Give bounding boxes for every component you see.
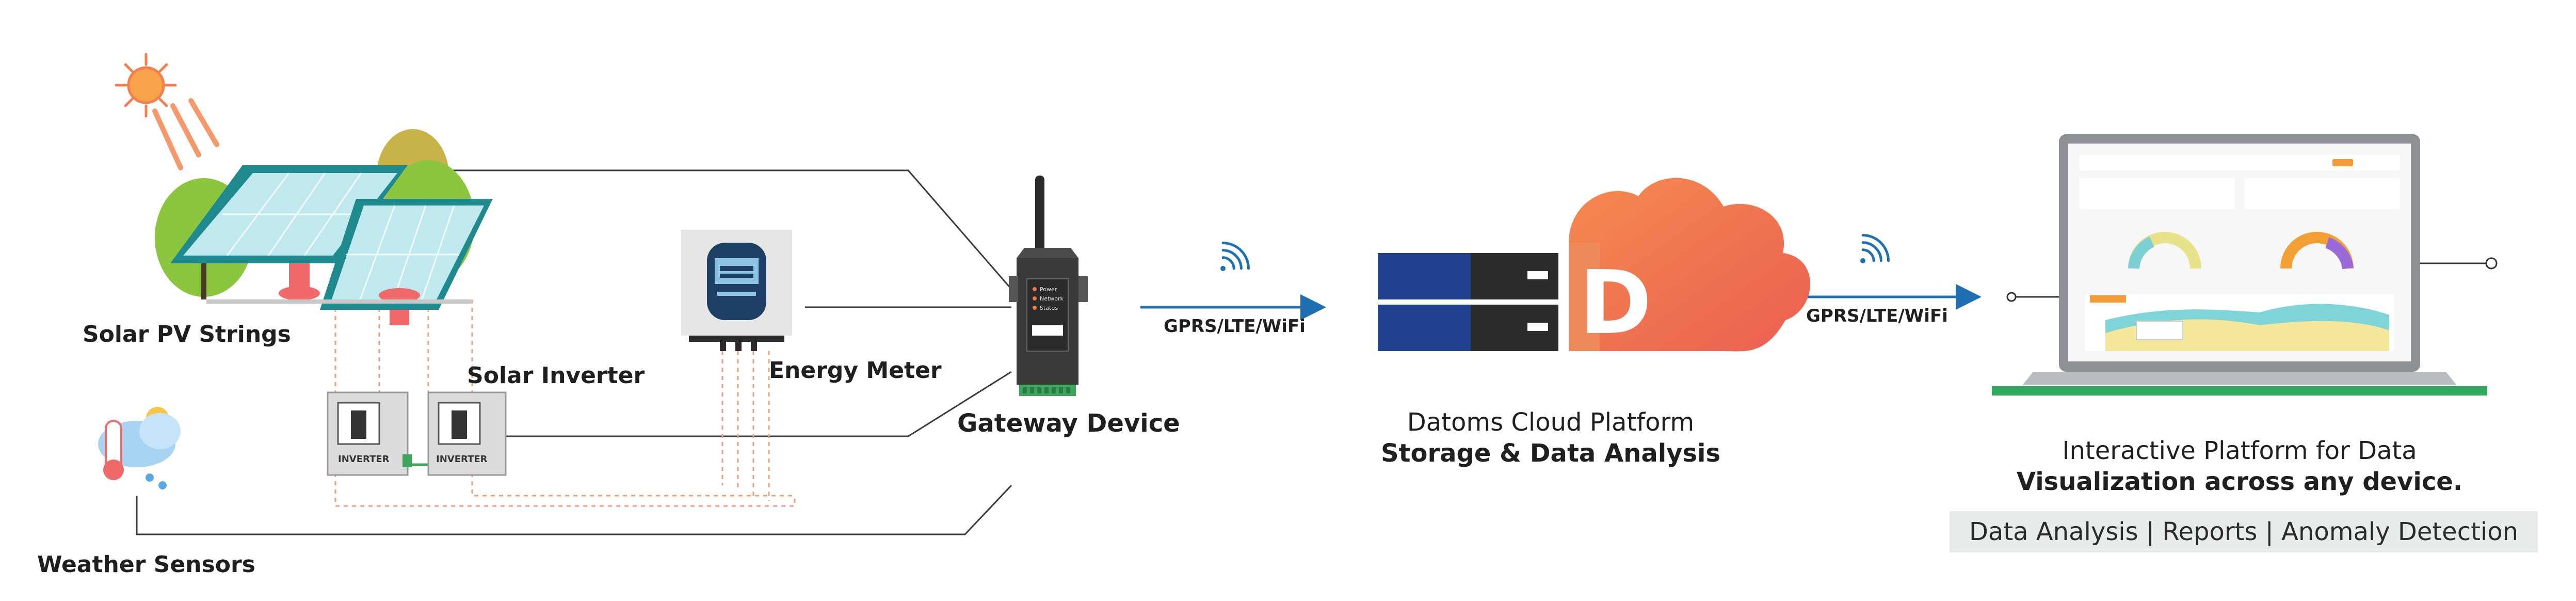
connection-lines xyxy=(136,169,1012,535)
solar-pv-label: Solar PV Strings xyxy=(83,321,291,347)
inverter-label-1: INVERTER xyxy=(338,454,390,465)
features-banner: Data Analysis | Reports | Anomaly Detect… xyxy=(1950,511,2538,552)
sun-icon xyxy=(115,53,219,170)
pv-to-gateway-line xyxy=(289,169,1012,290)
led-status-label: Status xyxy=(1040,305,1058,311)
weather-sensors-label: Weather Sensors xyxy=(37,551,255,578)
cloud-logo-letter: D xyxy=(1579,252,1652,354)
cloud-platform-title: Datoms Cloud Platform xyxy=(1407,408,1695,437)
cloud-platform-subtitle: Storage & Data Analysis xyxy=(1380,439,1721,468)
weather-to-gateway-line xyxy=(136,484,1012,535)
energy-meter-icon xyxy=(681,230,792,351)
inverter-icons: INVERTER INVERTER xyxy=(327,391,507,476)
wifi-icon-2 xyxy=(1860,234,1890,263)
cloud-platform-icon: D xyxy=(1378,178,1811,354)
wifi-icon-1 xyxy=(1220,242,1250,271)
laptop-dashboard-icon xyxy=(1992,134,2498,396)
gateway-device-icon: Power Network Status xyxy=(1009,176,1088,396)
energy-meter-label: Energy Meter xyxy=(769,357,942,384)
link-label-cloud-platform: GPRS/LTE/WiFi xyxy=(1806,306,1948,326)
inverter-label-2: INVERTER xyxy=(436,454,488,465)
link-label-gateway-cloud: GPRS/LTE/WiFi xyxy=(1164,316,1306,337)
weather-sensor-icon xyxy=(98,407,181,489)
platform-title: Interactive Platform for Data xyxy=(2062,436,2417,465)
led-network-label: Network xyxy=(1040,295,1064,302)
solar-panels-icon xyxy=(170,165,493,325)
solar-inverter-label: Solar Inverter xyxy=(467,362,645,389)
inverter-to-gateway-line xyxy=(506,371,1012,437)
platform-subtitle: Visualization across any device. xyxy=(2016,467,2463,496)
led-power-label: Power xyxy=(1040,286,1057,293)
gateway-device-label: Gateway Device xyxy=(957,409,1180,438)
